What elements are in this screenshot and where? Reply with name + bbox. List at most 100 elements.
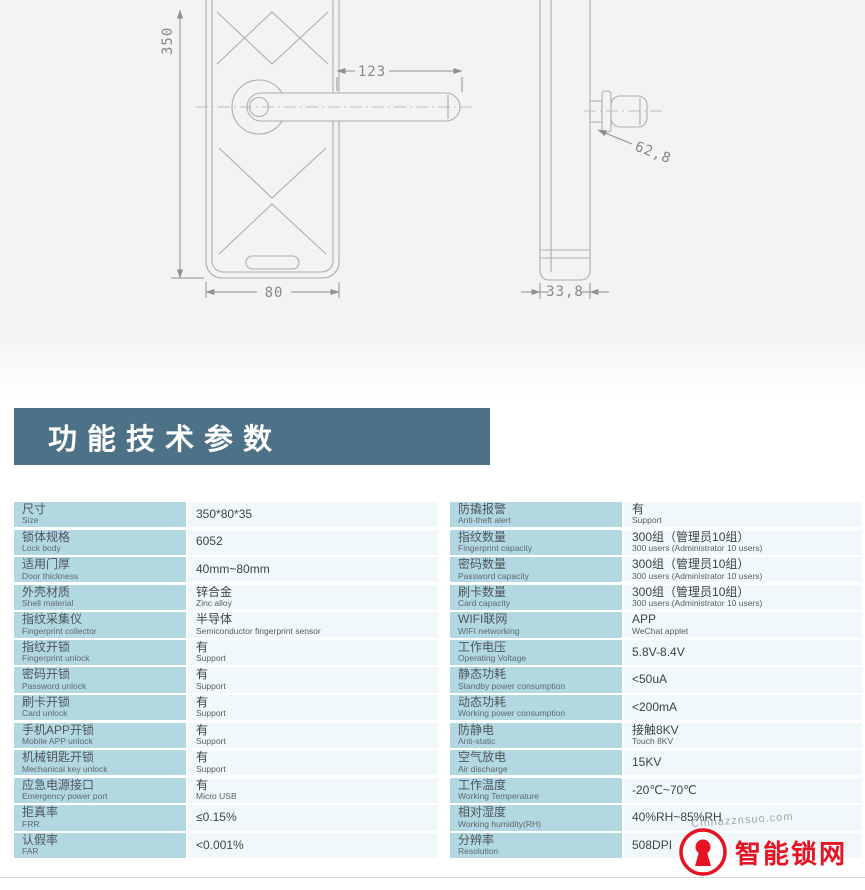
section-title-bar: 功能技术参数 xyxy=(14,408,490,465)
spec-value-en: 300 users (Administrator 10 users) xyxy=(632,543,763,553)
spec-value-en: Support xyxy=(196,736,226,747)
spec-value-en: Support xyxy=(196,653,226,664)
spec-label-en: Door thickness xyxy=(22,570,79,581)
spec-label-zh: 动态功耗 xyxy=(458,695,507,710)
spec-value-zh: 300组（管理员10组） xyxy=(632,529,750,544)
watermark-name: 智能锁网 xyxy=(735,838,848,869)
spec-value-en: Support xyxy=(196,763,226,774)
spec-value-cell: 300组（管理员10组）300 users (Administrator 10 … xyxy=(624,557,862,583)
spec-value-zh: <200mA xyxy=(632,699,678,714)
dim-front-width-label: 80 xyxy=(265,285,284,301)
spec-label-en: Working Temperature xyxy=(458,791,539,802)
spec-value-zh: 有 xyxy=(196,777,209,792)
spec-value-en: 300 users (Administrator 10 users) xyxy=(632,570,763,581)
spec-value-en: Touch 8KV xyxy=(632,736,674,747)
spec-label-en: Card capacity xyxy=(458,598,510,609)
spec-value-cell: <50uA xyxy=(624,667,862,693)
spec-value-zh: 300组（管理员10组） xyxy=(632,557,750,572)
spec-label-en: Password unlock xyxy=(22,680,87,691)
spec-label-zh: 防撬报警 xyxy=(458,502,507,516)
spec-value-zh: 有 xyxy=(196,667,209,682)
spec-value-cell: <200mA xyxy=(624,695,862,721)
spec-label-en: FRR xyxy=(22,818,40,829)
spec-label-zh: 锁体规格 xyxy=(22,529,71,544)
dim-side-width-label: 33,8 xyxy=(546,284,584,300)
spec-value-cell: <0.001% xyxy=(188,832,438,859)
spec-label-en: Working power consumption xyxy=(458,708,566,719)
spec-value-en: 300 users (Administrator 10 users) xyxy=(632,598,763,609)
page-bottom-divider xyxy=(0,877,865,878)
spec-label-en: Standby power consumption xyxy=(458,680,566,691)
section-title: 功能技术参数 xyxy=(48,423,283,456)
spec-label-zh: WIFI联网 xyxy=(458,612,508,627)
center-lines xyxy=(196,106,664,112)
spec-label-zh: 刷卡开锁 xyxy=(22,695,71,710)
spec-value-zh: 有 xyxy=(196,695,209,710)
spec-value-cell: 6052 xyxy=(188,529,438,555)
spec-label-zh: 适用门厚 xyxy=(22,557,71,572)
spec-label-en: Working humidity(RH) xyxy=(458,818,541,829)
spec-value-cell: -20℃~70℃ xyxy=(624,777,862,803)
spec-value-zh: 40mm~80mm xyxy=(196,562,270,577)
spec-value-cell: 5.8V-8.4V xyxy=(624,639,862,666)
spec-value-zh: APP xyxy=(632,612,657,627)
spec-value-zh: 接触8KV xyxy=(632,722,679,737)
spec-value-en: Support xyxy=(196,680,226,691)
spec-value-zh: ≤0.15% xyxy=(196,810,237,825)
spec-value-zh: 有 xyxy=(196,639,209,654)
spec-label-en: Password capacity xyxy=(458,570,529,581)
dimension-lines xyxy=(171,9,633,299)
technical-drawing-area: 350 123 80 33,8 62,8 xyxy=(0,0,865,400)
spec-label-en: Fingerprint capacity xyxy=(458,543,533,553)
spec-label-en: Mechanical key unlock xyxy=(22,763,108,774)
lock-dimension-drawing: 350 123 80 33,8 62,8 xyxy=(160,0,674,301)
spec-label-zh: 应急电源接口 xyxy=(22,777,95,792)
spec-label-en: Anti-static xyxy=(458,736,496,747)
side-view-drawing xyxy=(539,0,648,281)
spec-label-en: Mobile APP unlock xyxy=(22,736,93,747)
spec-label-zh: 外壳材质 xyxy=(22,584,71,599)
spec-label-en: Shell material xyxy=(22,598,74,609)
spec-value-zh: 300组（管理员10组） xyxy=(632,584,750,599)
spec-value-cell: 508DPI xyxy=(624,832,862,859)
watermark-logo-icon xyxy=(679,828,727,876)
spec-value-zh: 508DPI xyxy=(632,837,673,852)
spec-value-zh: 350*80*35 xyxy=(196,506,253,521)
spec-value-zh: 半导体 xyxy=(196,612,233,627)
spec-value-zh: 有 xyxy=(196,750,209,765)
